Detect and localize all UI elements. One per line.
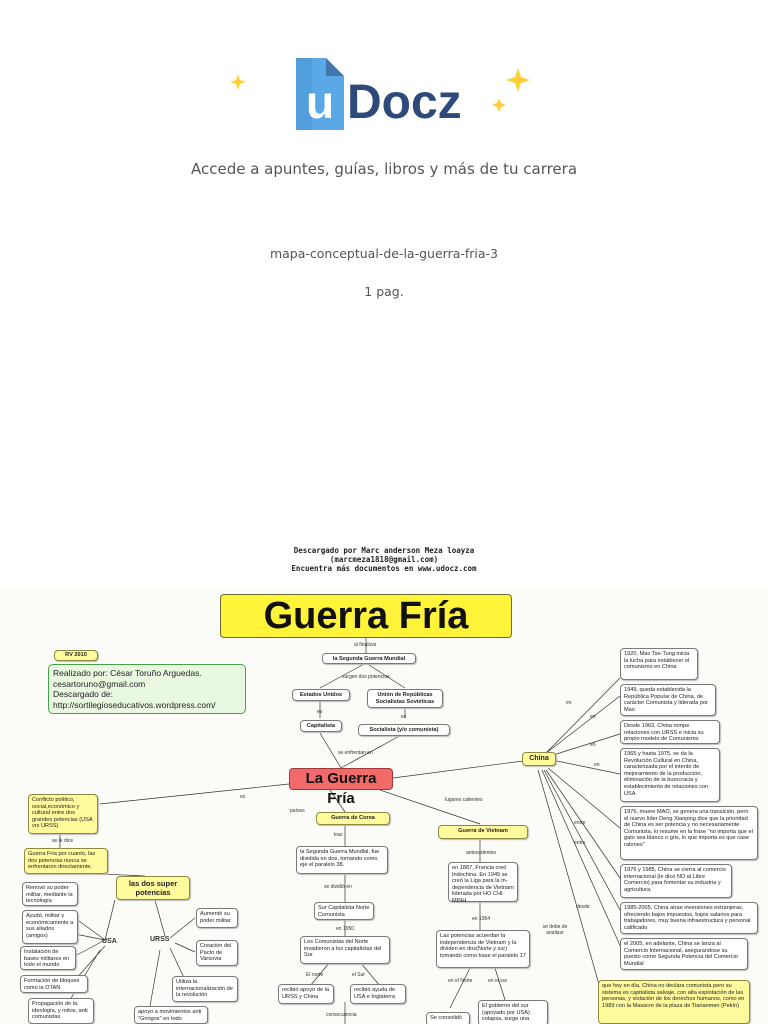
node-capitalista: Capitalista: [300, 720, 342, 732]
label-surgen: surgen dos potencias: [342, 674, 390, 680]
node-socialista: Socialista (y/o comunista): [358, 724, 450, 736]
label-en-1950: en 1950: [336, 926, 355, 932]
udocz-logo: u Docz: [230, 58, 530, 130]
node-china-1963: Desde 1963, China rompe relaciones con U…: [620, 720, 720, 744]
credits-box: Realizado por: César Toruño Arguedas. ce…: [48, 664, 246, 714]
label-en: en: [594, 762, 600, 768]
label-tras: tras: [334, 832, 343, 838]
node-apoyo: apoyo a movimientos anti "Gringos" en to…: [134, 1006, 208, 1024]
logo-letter: u: [306, 76, 334, 128]
document-icon: [296, 58, 344, 130]
node-china-hoy: que hoy en día, China no declara comunis…: [598, 980, 750, 1024]
node-ayudo: Ayudó, militar y económicamente a sus al…: [22, 910, 78, 944]
node-china-1985: 1976 y 1985, China se cierra al comercio…: [620, 864, 732, 898]
download-notice-line3: Encuentra más documentos en www.udocz.co…: [291, 564, 477, 573]
node-china-1949: 1949, queda establecida la República Pop…: [620, 684, 716, 716]
map-title: Guerra Fría: [220, 594, 512, 638]
label-es: es: [401, 714, 407, 720]
credits-downloaded: Descargado de:: [53, 689, 114, 699]
node-sur-norte: Sur Capitalista Norte Comunista: [314, 902, 374, 920]
label-entre: entre: [574, 820, 586, 826]
node-las-dos-potencias: las dos super potencias: [116, 876, 190, 900]
label-se-debe: se debe de analizar: [542, 924, 568, 936]
label-el-sur: el Sur: [352, 972, 366, 978]
logo-wordmark: Docz: [347, 76, 462, 129]
label-en: en: [590, 714, 596, 720]
label-en: en: [590, 742, 596, 748]
label-en: en: [566, 700, 572, 706]
node-formacion: Formación de bloques como la OTAN: [20, 975, 88, 993]
node-vietnam: Guerra de Vietnam: [438, 825, 528, 839]
node-segunda-guerra: la Segunda Guerra Mundial: [322, 653, 416, 664]
concept-map: Guerra Fría RV 2010 Realizado por: César…: [0, 588, 768, 1024]
node-china-1965: 1965 y hasta 1975, se da la Revolución C…: [620, 748, 720, 802]
node-instalacion: Instalación de bases militares en todo e…: [20, 946, 76, 970]
node-propagacion: Propagación de la ideología, y mitos, an…: [28, 998, 94, 1024]
credits-email[interactable]: cesartoruno@gmail.com: [53, 678, 146, 689]
label-es-left: es: [240, 794, 246, 800]
node-fria-porque: Guerra Fría por cuanto, las dos potencia…: [24, 848, 108, 874]
document-name[interactable]: mapa-conceptual-de-la-guerra-fria-3: [269, 246, 499, 261]
node-china-1976: 1976, muere MAO, se genera una transició…: [620, 806, 758, 860]
tagline: Accede a apuntes, guías, libros y más de…: [190, 160, 578, 178]
label-desde: desde: [576, 904, 590, 910]
label-el-norte: El norte: [306, 972, 324, 978]
label-se-dividio: se dividió en: [324, 884, 352, 890]
node-urss-full: Unión de Repúblicas Socialistas Soviétic…: [367, 689, 443, 708]
node-utiliza: Utiliza la internacionalización de la re…: [172, 976, 238, 1002]
node-vietnam-1887: en 1887, Francia creó Indochina. En 1945…: [448, 862, 518, 904]
label-lugares: lugares calientes: [445, 797, 483, 803]
label-urss: URSS: [150, 936, 170, 943]
node-creacion: Creación del Pacto de Varsovia: [196, 940, 238, 966]
central-node: La Guerra Fría: [289, 768, 393, 807]
node-gobierno-sur: El gobierno del sur (apoyado por USA) co…: [478, 1000, 548, 1024]
node-estados-unidos: Estados Unidos: [292, 689, 350, 701]
label-en-el-sur: en el sur: [488, 978, 508, 984]
label-en-1954: en 1954: [472, 916, 491, 922]
label-se-enfrentan: se enfrentan en: [338, 750, 373, 756]
sparkle-icon: [492, 98, 506, 112]
label-antecedentes: antecedentes: [466, 850, 497, 856]
sparkle-icon: [230, 74, 246, 90]
label-al-finalizar: al finalizar: [354, 642, 377, 648]
node-recibio-urss: recibió apoyo de la URSS y China: [278, 984, 334, 1004]
node-recibio-usa: recibió ayuda de USA e Inglaterra: [350, 984, 406, 1004]
node-se-consolido: Se consolidó: [426, 1012, 470, 1024]
node-potencias: Las potencias acuerdan la independencia …: [436, 930, 530, 968]
node-china-1920: 1920, Mao Tse-Tung inicia la lucha para …: [620, 648, 698, 680]
label-consecuencia: consecuencia: [326, 1012, 357, 1018]
node-china: China: [522, 752, 556, 766]
credits-author: Realizado por: César Toruño Arguedas.: [53, 668, 202, 678]
label-es: es: [317, 709, 323, 715]
label-usa: USA: [102, 938, 117, 945]
node-conflicto: Conflicto político, social,económico y c…: [28, 794, 98, 834]
download-notice-line2: (marcmeza1818@gmail.com): [329, 555, 439, 564]
node-corea: Guerra de Corea: [316, 812, 390, 825]
label-en-el-norte: en el Norte: [448, 978, 473, 984]
page-count: 1 pag.: [364, 284, 404, 299]
node-renovo: Renovó su poder militar, mediante la tec…: [22, 882, 78, 906]
node-aumento: Aumentó su poder militar: [196, 908, 238, 928]
rv-badge: RV 2010: [54, 650, 98, 661]
download-notice-line1: Descargado por Marc anderson Meza loayza: [293, 546, 475, 555]
node-china-2005: 1985-2005, China atrae inversiones extra…: [620, 902, 758, 934]
credits-url[interactable]: http://sortilegioseducativos.wordpress.c…: [53, 699, 216, 710]
node-corea-text: la Segunda Guerra Mundial, fue dividida …: [296, 846, 388, 874]
label-entre: entre: [574, 840, 586, 846]
label-se-le-dice: se le dice: [52, 838, 74, 844]
sparkle-icon: [506, 68, 530, 92]
node-china-adelante: el 2005, en adelante, China se lanza al …: [620, 938, 748, 970]
node-comunistas: Los Comunistas del Norte invadieron a lo…: [300, 936, 390, 964]
label-paises: países: [290, 808, 305, 814]
